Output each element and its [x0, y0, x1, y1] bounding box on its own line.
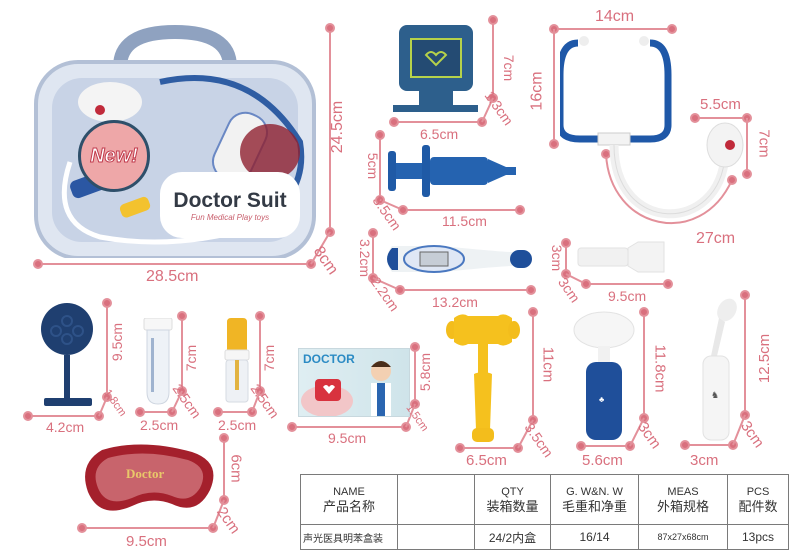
chestpiece-width-label: 5.5cm: [700, 96, 741, 113]
spec-header-row: NAME 产品名称 QTY 装箱数量 G. W&N. W 毛重和净重 MEAS …: [300, 474, 789, 525]
stethoscope-height-label: 16cm: [528, 71, 546, 111]
header-meas: MEAS 外箱规格: [638, 474, 728, 525]
kidney-tray-illustration: [85, 444, 214, 511]
case-height-label: 24.5cm: [329, 100, 347, 154]
svg-text:♞: ♞: [711, 390, 719, 400]
brand-tagline: Fun Medical Play toys: [190, 212, 270, 222]
header-weight-en: G. W&N. W: [566, 485, 623, 498]
header-weight-cn: 毛重和净重: [561, 498, 627, 514]
test-tube: [142, 317, 174, 406]
new-badge-text: New!: [90, 144, 139, 167]
otoscope-width-label: 5.6cm: [582, 452, 623, 469]
dropper-height-label: 7cm: [261, 344, 278, 372]
head-mirror: [40, 303, 95, 413]
tray-height-label: 6cm: [227, 454, 245, 483]
head-mirror-illustration: [41, 303, 93, 406]
stethoscope: [556, 35, 755, 235]
otoscope-height-label: 11.8cm: [651, 344, 669, 393]
syringe-length-label: 11.5cm: [442, 213, 487, 229]
chestpiece-height-label: 7cm: [755, 129, 773, 158]
spec-data-row: 声光医具明苯盒装 24/2内盒 16/14 87x27x68cm 13pcs: [300, 524, 789, 550]
tube-length-label: 27cm: [696, 230, 736, 247]
syringe: [388, 145, 523, 200]
flashlight: [576, 240, 668, 274]
flashlight-length-label: 9.5cm: [608, 288, 647, 304]
doctor-case: New! Doctor Suit Fun Medical Play toys: [30, 22, 320, 260]
thermometer-length-label: 13.2cm: [432, 294, 478, 310]
header-pcs: PCS 配件数: [727, 474, 789, 525]
syringe-height-label: 5cm: [365, 152, 382, 180]
header-name-cn: 产品名称: [322, 498, 375, 514]
doctor-card: DOCTOR: [298, 348, 410, 417]
syringe-illustration: [388, 145, 516, 197]
case-width-label: 28.5cm: [146, 268, 199, 285]
header-qty: QTY 装箱数量: [474, 474, 551, 525]
thermometer: [382, 240, 536, 278]
hammer-illustration: [446, 314, 520, 442]
header-qty-cn: 装箱数量: [486, 498, 539, 514]
hammer-width-label: 6.5cm: [466, 452, 507, 469]
brand-title: Doctor Suit: [173, 188, 287, 212]
cell-pcs: 13pcs: [727, 524, 789, 550]
header-weight: G. W&N. W 毛重和净重: [550, 474, 639, 525]
monitor-illustration: [393, 25, 481, 112]
cell-blank: [397, 524, 475, 550]
dropper-width-label: 2.5cm: [218, 417, 257, 433]
dropper-bottle: [222, 318, 252, 404]
header-name: NAME 产品名称: [300, 474, 398, 525]
reflex-hammer: [446, 312, 521, 447]
head-mirror-height-label: 9.5cm: [109, 322, 126, 362]
tray-logo: Doctor: [126, 466, 165, 481]
spray-bottle-height-label: 12.5cm: [756, 333, 774, 384]
test-tube-height-label: 7cm: [183, 344, 200, 372]
tray-width-label: 9.5cm: [126, 533, 167, 550]
header-name-en: NAME: [333, 485, 365, 498]
spray-bottle-illustration: ♞: [702, 298, 737, 441]
thermometer-height-label: 3.2cm: [357, 238, 374, 278]
hammer-height-label: 11cm: [539, 346, 557, 383]
header-pcs-cn: 配件数: [738, 498, 778, 514]
stethoscope-illustration: [556, 36, 744, 219]
svg-text:♣: ♣: [599, 395, 605, 404]
card-illustration: [301, 361, 391, 416]
cell-weight: 16/14: [550, 524, 639, 550]
spray-bottle: ♞: [695, 298, 737, 442]
spec-table: NAME 产品名称 QTY 装箱数量 G. W&N. W 毛重和净重 MEAS …: [300, 474, 789, 550]
card-width-label: 9.5cm: [328, 430, 367, 446]
cell-name: 声光医具明苯盒装: [300, 524, 398, 550]
brand-label: Doctor Suit Fun Medical Play toys: [160, 172, 300, 238]
card-title: DOCTOR: [303, 352, 355, 366]
header-blank: [397, 474, 475, 525]
monitor-height-label: 7cm: [501, 54, 518, 82]
new-badge: New!: [78, 120, 150, 192]
otoscope-illustration: ♣: [573, 311, 635, 440]
card-height-label: 5.8cm: [417, 352, 434, 392]
monitor-width-label: 6.5cm: [420, 126, 459, 142]
flashlight-illustration: [577, 241, 665, 273]
test-tube-illustration: [143, 317, 173, 405]
test-tube-width-label: 2.5cm: [140, 417, 179, 433]
flashlight-height-label: 3cm: [549, 244, 566, 272]
header-qty-en: QTY: [501, 485, 524, 498]
cell-qty: 24/2内盒: [474, 524, 551, 550]
stethoscope-top-width-label: 14cm: [595, 8, 635, 25]
cell-meas: 87x27x68cm: [638, 524, 728, 550]
header-meas-cn: 外箱规格: [656, 498, 709, 514]
thermometer-illustration: [387, 245, 532, 273]
header-pcs-en: PCS: [746, 485, 770, 498]
header-meas-en: MEAS: [667, 485, 699, 498]
heart-monitor: [393, 25, 481, 115]
dropper-illustration: [224, 318, 250, 403]
kidney-tray: Doctor: [82, 440, 217, 520]
spray-bottle-width-label: 3cm: [690, 452, 719, 469]
head-mirror-width-label: 4.2cm: [46, 419, 85, 435]
otoscope: ♣: [572, 310, 636, 440]
